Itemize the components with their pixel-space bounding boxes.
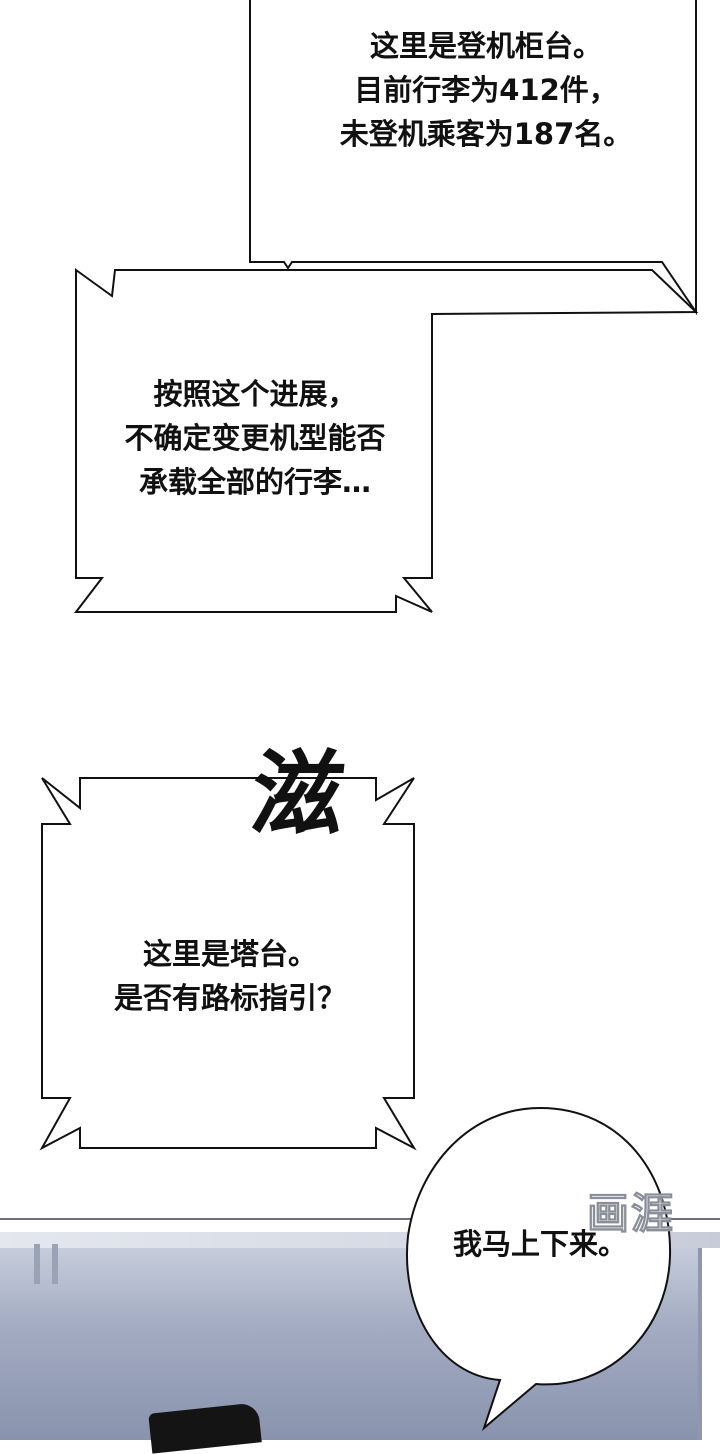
balloon-2-shape xyxy=(73,268,699,613)
sound-effect-zi: 滋 xyxy=(246,741,350,848)
balloon-1-shape xyxy=(249,0,697,316)
balloon-3-text: 这里是塔台。 是否有路标指引？ xyxy=(113,937,346,1015)
balloon-3-shape xyxy=(39,777,417,1151)
window-pillar xyxy=(34,1244,40,1284)
window-pillar xyxy=(52,1244,58,1284)
balloon-4-shape xyxy=(406,1106,672,1432)
balloon-4-text: 我马上下来。 xyxy=(452,1227,627,1261)
balloon-1-text: 这里是登机柜台。 目前行李为412件， 未登机乘客为187名。 xyxy=(339,29,633,151)
balloon-2-text: 按照这个进展， 不确定变更机型能否 承载全部的行李… xyxy=(124,377,386,499)
watermark-caption: 免费漫画 xyxy=(589,1258,666,1280)
watermark-logo: 画涯 xyxy=(586,1189,675,1239)
